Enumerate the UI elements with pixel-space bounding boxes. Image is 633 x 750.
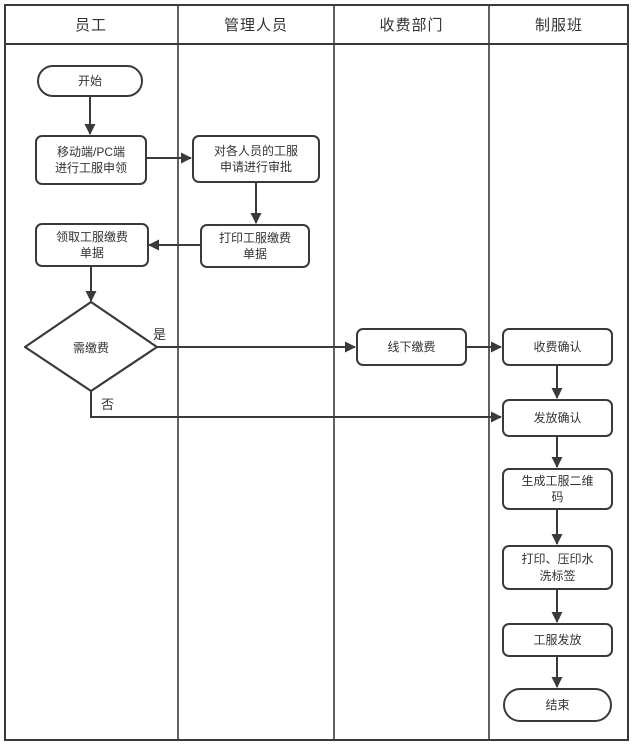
node-issue-uniform: 工服发放 <box>502 623 613 657</box>
edge-label-yes: 是 <box>152 324 168 343</box>
node-generate-qr-code: 生成工服二维 码 <box>502 468 613 510</box>
lane-header-employee: 员工 <box>74 16 107 34</box>
node-approve-application: 对各人员的工服 申请进行审批 <box>192 135 320 183</box>
connectors <box>84 97 563 688</box>
node-offline-payment: 线下缴费 <box>356 328 467 366</box>
connector-decision-no <box>90 391 502 423</box>
lane-header-management: 管理人员 <box>223 16 288 34</box>
node-print-wash-label: 打印、压印水 洗标签 <box>502 545 613 590</box>
diagram-border <box>4 4 629 741</box>
node-end: 结束 <box>503 688 612 722</box>
node-fee-confirmation: 收费确认 <box>502 328 613 366</box>
node-start: 开始 <box>37 65 143 97</box>
node-decision-need-payment: 需缴费 <box>72 340 109 355</box>
lane-header-fee-department: 收费部门 <box>379 16 444 34</box>
node-receive-receipt: 领取工服缴费 单据 <box>35 223 149 267</box>
node-issue-confirmation: 发放确认 <box>502 399 613 437</box>
decision-diamond-shape <box>23 300 159 393</box>
edge-label-no: 否 <box>100 394 116 413</box>
node-print-receipt: 打印工服缴费 单据 <box>200 224 310 268</box>
lane-header-uniform-team: 制服班 <box>534 16 583 34</box>
node-apply-uniform: 移动端/PC端 进行工服申领 <box>35 135 147 185</box>
